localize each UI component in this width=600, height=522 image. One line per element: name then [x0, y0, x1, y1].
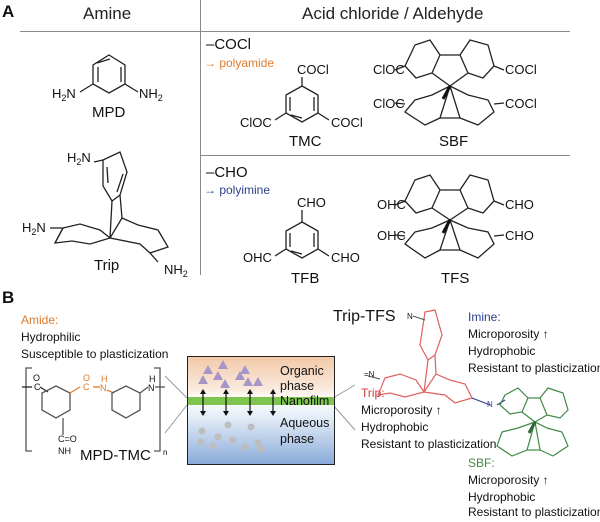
sbf-prop-3: Resistant to plasticization [468, 505, 600, 519]
trip-left-amine: H2N [22, 220, 46, 237]
tmc-structure [274, 77, 330, 123]
mpd-tmc-co-bottom: C=O [58, 434, 77, 444]
imine-prop-1: Microporosity ↑ [468, 327, 549, 341]
film-arrowheads [200, 389, 276, 416]
panel-a-label: A [2, 2, 15, 21]
amide-prop-1: Hydrophilic [21, 330, 81, 344]
nanofilm-label: Nanofilm [280, 394, 330, 408]
mpd-tmc-n-right: N [148, 383, 155, 393]
trip-tfs-structure [367, 309, 569, 457]
product-polyimine: → polyimine [204, 183, 271, 197]
polymer-name-mpd-tmc: MPD-TMC [80, 447, 151, 464]
product-polyamide: → polyamide [204, 56, 275, 70]
tfs-substituent-tr: CHO [505, 197, 534, 212]
aqueous-phase-label-1: Aqueous [280, 416, 330, 430]
table-header-divider-right [200, 31, 570, 32]
imine-prop-3: Resistant to plasticization [468, 361, 600, 375]
table-row-divider [200, 155, 570, 156]
tmc-top-substituent: COCl [297, 62, 329, 77]
mpd-tmc-n-amide: N [100, 383, 107, 393]
film-arrows [202, 392, 274, 413]
mpd-tmc-o-left: O [33, 373, 41, 383]
trip-tfs-left-imine: =N [364, 370, 375, 379]
imine-prop-2: Hydrophobic [468, 344, 536, 358]
mpd-tmc-o-amide: O [83, 373, 91, 383]
molecule-name-trip: Trip [94, 257, 120, 274]
trip-top-amine: H2N [67, 150, 91, 167]
repeat-unit-subscript: n [163, 448, 168, 457]
trip-right-amine: NH2 [164, 262, 188, 279]
table-column-divider [200, 0, 201, 275]
mpd-tmc-h-amide: H [101, 374, 108, 384]
mpd-tmc-c-amide: C [83, 382, 90, 392]
trip-structure [50, 151, 169, 263]
trip-tfs-imine-link: N [487, 400, 493, 409]
imine-title: Imine: [468, 310, 501, 324]
mpd-tmc-c-left: C [34, 382, 41, 392]
sbf-prop-1: Microporosity ↑ [468, 473, 549, 487]
polymer-name-trip-tfs: Trip-TFS [333, 308, 396, 325]
group-acid-chloride: –COCl [206, 36, 252, 53]
tfs-substituent-bl: OHC [377, 228, 406, 243]
mpd-tmc-h-right: H [149, 374, 156, 384]
tfs-substituent-tl: OHC [377, 197, 406, 212]
panel-b-label: B [2, 288, 15, 307]
sbf-substituent-bl: ClOC [373, 96, 405, 111]
molecule-name-tmc: TMC [289, 133, 322, 150]
group-aldehyde: –CHO [206, 164, 248, 181]
organic-phase-label-2: phase [280, 379, 315, 393]
organic-solute-triangles [198, 360, 263, 388]
mpd-structure [79, 54, 139, 94]
tfs-structure [394, 174, 505, 259]
molecule-name-tfs: TFS [441, 270, 470, 287]
interface-phase-box: Organic phase Nanofilm Aqueous phase [187, 356, 335, 465]
interface-particles [197, 360, 276, 453]
amide-prop-2: Susceptible to plasticization [21, 347, 169, 361]
tmc-left-substituent: ClOC [240, 115, 272, 130]
sbf-structure [394, 39, 505, 126]
trip-tfs-top-n: N [407, 312, 413, 321]
tfb-left-substituent: OHC [243, 250, 272, 265]
molecule-name-sbf: SBF [439, 133, 469, 150]
trip-prop-2: Hydrophobic [361, 420, 429, 434]
header-amine: Amine [83, 4, 132, 23]
organic-phase-label-1: Organic [280, 364, 324, 378]
mpd-left-amine: H2N [52, 86, 76, 103]
tfs-substituent-br: CHO [505, 228, 534, 243]
aqueous-phase-label-2: phase [280, 432, 315, 446]
nanofilm-band [188, 397, 334, 405]
molecule-name-tfb: TFB [291, 270, 320, 287]
table-header-divider [20, 31, 370, 32]
mpd-tmc-structure [22, 367, 356, 452]
amide-title: Amide: [21, 313, 59, 327]
sbf-substituent-br: COCl [505, 96, 537, 111]
tfb-right-substituent: CHO [331, 250, 360, 265]
sbf-prop-2: Hydrophobic [468, 490, 536, 504]
trip-title: Trip: [361, 386, 385, 400]
mpd-right-amine: NH2 [139, 86, 163, 103]
tfb-structure [274, 210, 330, 259]
trip-prop-1: Microporosity ↑ [361, 403, 442, 417]
trip-prop-3: Resistant to plasticization [361, 437, 497, 451]
tmc-right-substituent: COCl [331, 115, 363, 130]
tfb-top-substituent: CHO [297, 195, 326, 210]
aqueous-solute-circles [197, 421, 265, 453]
sbf-substituent-tl: ClOC [373, 62, 405, 77]
molecule-name-mpd: MPD [92, 104, 126, 121]
mpd-tmc-nh-bottom: NH [58, 446, 71, 456]
sbf-substituent-tr: COCl [505, 62, 537, 77]
sbf-title: SBF: [468, 456, 495, 470]
header-acid-chloride-aldehyde: Acid chloride / Aldehyde [302, 4, 484, 23]
